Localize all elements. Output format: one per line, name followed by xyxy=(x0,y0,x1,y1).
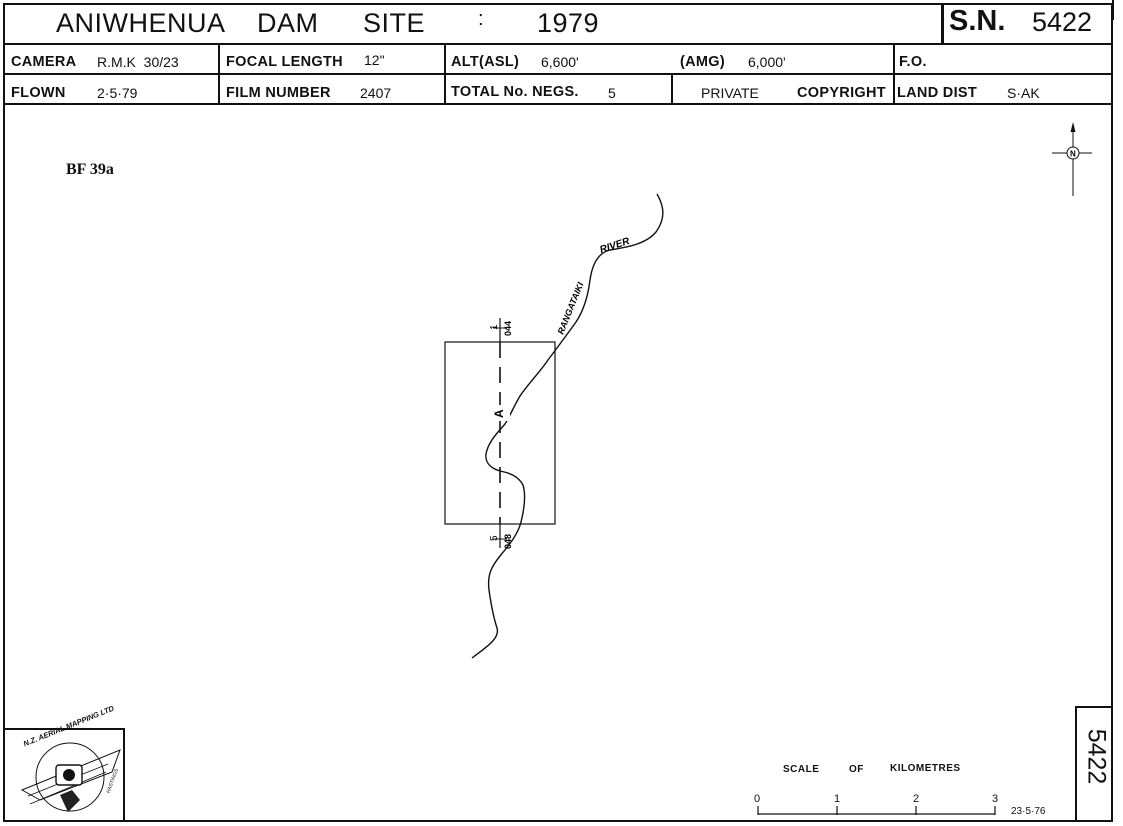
camera-value: R.M.K 30/23 xyxy=(97,54,179,70)
bottom-frame-code: 048 xyxy=(503,534,513,549)
header-divider-1 xyxy=(3,43,1113,45)
map-reference: BF 39a xyxy=(66,161,114,178)
sn-number: 5422 xyxy=(1032,7,1093,37)
side-box-top xyxy=(1075,706,1113,708)
top-frame-code: 044 xyxy=(503,321,513,336)
private-label: PRIVATE xyxy=(701,85,759,101)
nz-aerial-mapping-logo xyxy=(20,742,121,812)
camera-label: CAMERA xyxy=(11,54,77,70)
title-year: 1979 xyxy=(537,8,600,38)
header-divider-3 xyxy=(3,103,1113,105)
title-separator: : xyxy=(478,8,485,30)
run-label: A xyxy=(492,409,506,418)
fo-label: F.O. xyxy=(899,54,927,70)
film-number-value: 2407 xyxy=(360,85,392,101)
side-sheet-number: 5422 xyxy=(1082,728,1111,785)
title-word-1: ANIWHENUA xyxy=(56,8,226,38)
land-dist-value: S·AK xyxy=(1007,85,1040,101)
side-box-left xyxy=(1075,706,1077,822)
river-label-river: RIVER xyxy=(599,236,632,256)
top-frame-number: 1 xyxy=(489,324,500,330)
copyright-label: COPYRIGHT xyxy=(797,85,886,101)
scale-word-3: KILOMETRES xyxy=(890,763,961,774)
film-number-label: FILM NUMBER xyxy=(226,85,331,101)
logo-box-right xyxy=(123,728,125,822)
scale-tick-label-0: 0 xyxy=(754,793,761,805)
col-divider-3 xyxy=(671,73,673,104)
col-divider-1 xyxy=(218,43,220,104)
flown-value: 2·5·79 xyxy=(97,85,138,101)
scale-tick-label-1: 1 xyxy=(834,793,841,805)
edge-tick xyxy=(1112,0,1114,20)
rangitaiki-river-line xyxy=(471,193,664,659)
alt-asl-value: 6,600' xyxy=(541,54,579,70)
scale-tick-label-3: 3 xyxy=(992,793,999,805)
north-arrow-head xyxy=(1070,122,1076,132)
col-divider-4 xyxy=(893,43,895,104)
total-negs-value: 5 xyxy=(608,85,616,101)
sn-box: S.N. 5422 xyxy=(941,3,1113,43)
amg-label: (AMG) xyxy=(680,54,725,70)
scale-word-2: OF xyxy=(849,764,864,775)
amg-value: 6,000' xyxy=(748,54,786,70)
sn-label: S.N. xyxy=(949,5,1006,37)
map-frame xyxy=(3,3,1113,822)
flown-label: FLOWN xyxy=(11,85,66,101)
north-symbol: N xyxy=(1070,150,1076,159)
logo-box-top xyxy=(3,728,125,730)
title-word-2: DAM xyxy=(257,8,319,38)
focal-length-label: FOCAL LENGTH xyxy=(226,54,343,70)
scale-date: 23·5·76 xyxy=(1011,806,1046,817)
scale-word-1: SCALE xyxy=(783,764,820,775)
col-divider-2 xyxy=(444,43,446,104)
north-arrow-circle xyxy=(1066,146,1080,160)
focal-length-value: 12" xyxy=(364,52,385,68)
land-dist-label: LAND DIST xyxy=(897,85,978,101)
title-word-3: SITE xyxy=(363,8,426,38)
header-divider-2 xyxy=(3,73,1113,75)
total-negs-label: TOTAL No. NEGS. xyxy=(451,84,579,100)
bottom-frame-number: 5 xyxy=(489,535,500,541)
river-label-rangataiki: RANGATAIKI xyxy=(556,280,586,335)
scale-tick-label-2: 2 xyxy=(913,793,920,805)
alt-asl-label: ALT(ASL) xyxy=(451,54,520,70)
